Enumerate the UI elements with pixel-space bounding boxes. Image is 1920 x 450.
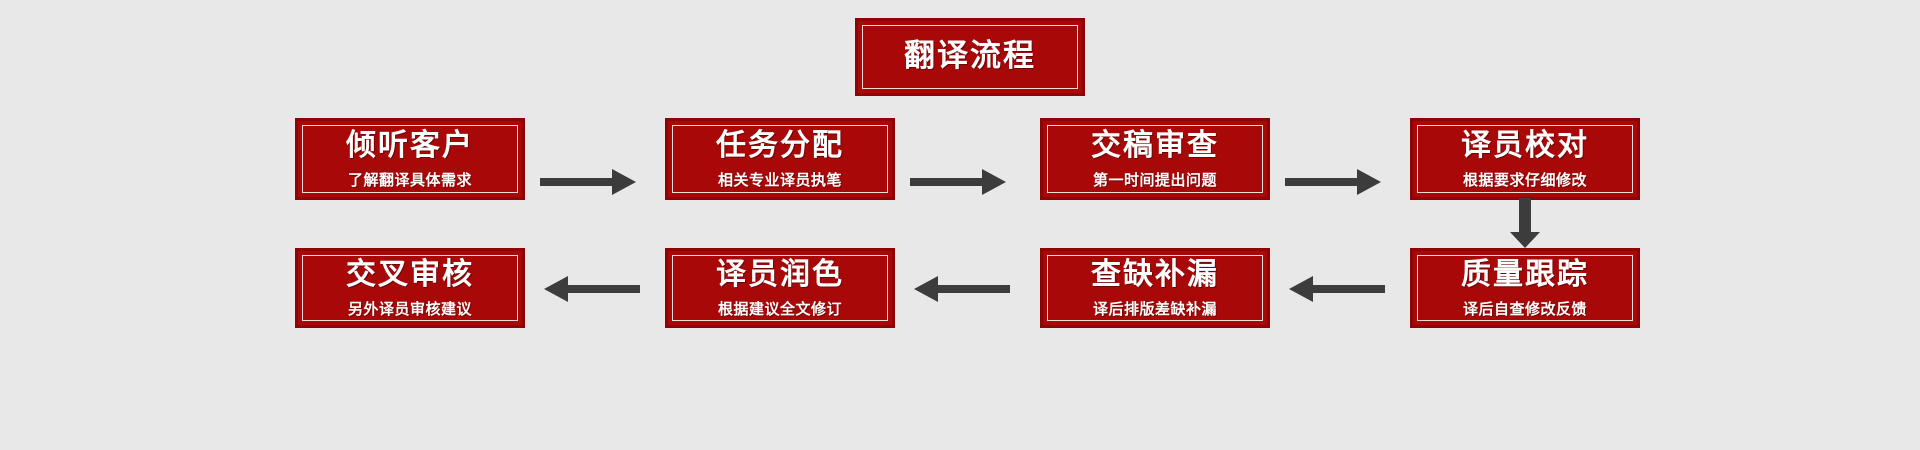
flow-step-subtitle-5: 译后自查修改反馈 xyxy=(1462,299,1587,318)
arrow-left-icon xyxy=(540,272,640,306)
flow-step-box-1: 倾听客户 了解翻译具体需求 xyxy=(295,118,525,200)
flow-step-box-8: 交叉审核 另外译员审核建议 xyxy=(295,248,525,328)
arrow-down-icon xyxy=(1508,198,1542,250)
flow-step-subtitle-3: 第一时间提出问题 xyxy=(1092,170,1217,189)
flow-step-box-7: 译员润色 根据建议全文修订 xyxy=(665,248,895,328)
flow-step-title-7: 译员润色 xyxy=(716,257,844,293)
flow-step-box-6: 查缺补漏 译后排版差缺补漏 xyxy=(1040,248,1270,328)
flow-step-title-4: 译员校对 xyxy=(1461,128,1589,164)
flowchart-title-box: 翻译流程 xyxy=(855,18,1085,96)
flow-step-box-5: 质量跟踪 译后自查修改反馈 xyxy=(1410,248,1640,328)
arrow-right-icon xyxy=(910,165,1010,199)
flow-step-title-8: 交叉审核 xyxy=(346,257,474,293)
flow-step-subtitle-7: 根据建议全文修订 xyxy=(717,299,842,318)
flow-step-title-3: 交稿审查 xyxy=(1091,128,1219,164)
flow-step-title-6: 查缺补漏 xyxy=(1091,257,1219,293)
flow-step-subtitle-6: 译后排版差缺补漏 xyxy=(1092,299,1217,318)
arrow-left-icon xyxy=(1285,272,1385,306)
flow-step-subtitle-2: 相关专业译员执笔 xyxy=(717,170,842,189)
arrow-left-icon xyxy=(910,272,1010,306)
arrow-right-icon xyxy=(1285,165,1385,199)
flow-step-box-3: 交稿审查 第一时间提出问题 xyxy=(1040,118,1270,200)
flow-step-subtitle-1: 了解翻译具体需求 xyxy=(347,170,472,189)
arrow-right-icon xyxy=(540,165,640,199)
flow-step-title-2: 任务分配 xyxy=(716,128,844,164)
flow-step-subtitle-4: 根据要求仔细修改 xyxy=(1462,170,1587,189)
flow-step-box-4: 译员校对 根据要求仔细修改 xyxy=(1410,118,1640,200)
flow-step-title-1: 倾听客户 xyxy=(346,128,474,164)
flow-step-subtitle-8: 另外译员审核建议 xyxy=(347,299,472,318)
flow-step-box-2: 任务分配 相关专业译员执笔 xyxy=(665,118,895,200)
flow-step-title-5: 质量跟踪 xyxy=(1461,257,1589,293)
flowchart-title-text: 翻译流程 xyxy=(904,38,1036,75)
